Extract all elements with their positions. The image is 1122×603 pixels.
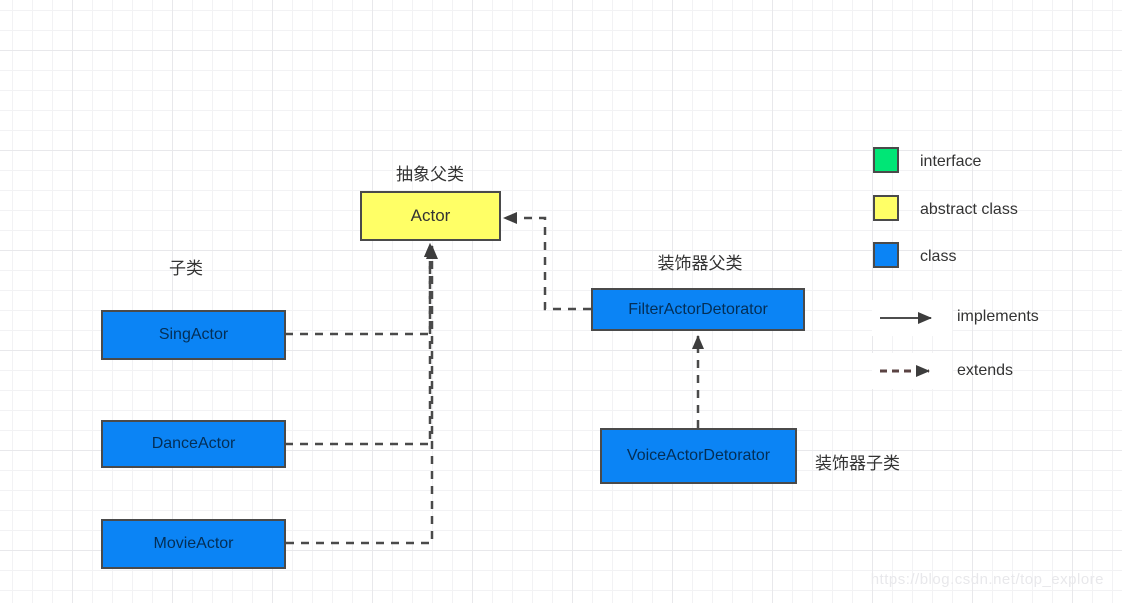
annotation-decorator-child: 装饰器子类 <box>815 454 900 473</box>
node-filteractordetorator-label: FilterActorDetorator <box>628 300 768 318</box>
edge-filterdetorator-extends-actor <box>503 212 591 311</box>
node-filteractordetorator: FilterActorDetorator <box>591 288 805 331</box>
edge-danceactor-extends-actor <box>285 243 436 446</box>
annotation-subclass: 子类 <box>169 259 203 278</box>
legend-interface-swatch <box>873 147 899 173</box>
legend-implements-label: implements <box>957 308 1039 325</box>
node-voiceactordetorator-label: VoiceActorDetorator <box>626 447 771 464</box>
edge-singactor-extends-actor <box>285 243 436 336</box>
node-danceactor-label: DanceActor <box>151 435 236 452</box>
legend-abstract-class-swatch <box>873 195 899 221</box>
node-movieactor-label: MovieActor <box>153 535 234 552</box>
legend-abstract-class-label: abstract class <box>920 201 1018 218</box>
node-movieactor: MovieActor <box>101 519 286 569</box>
node-actor-label: Actor <box>410 206 451 225</box>
legend-extends-label: extends <box>957 362 1014 379</box>
legend-interface-label: interface <box>920 153 982 170</box>
node-actor: Actor <box>360 191 501 241</box>
legend-class-swatch <box>873 242 899 268</box>
legend-class-label: class <box>920 248 957 265</box>
annotation-decorator-parent: 装饰器父类 <box>657 254 743 273</box>
watermark-url: https://blog.csdn.net/top_explore <box>870 571 1104 588</box>
node-voiceactordetorator: VoiceActorDetorator <box>600 428 797 484</box>
node-singactor-label: SingActor <box>158 326 229 343</box>
node-danceactor: DanceActor <box>101 420 286 468</box>
edge-movieactor-extends-actor <box>286 245 438 545</box>
node-singactor: SingActor <box>101 310 286 360</box>
annotation-abstract-parent: 抽象父类 <box>396 165 464 184</box>
